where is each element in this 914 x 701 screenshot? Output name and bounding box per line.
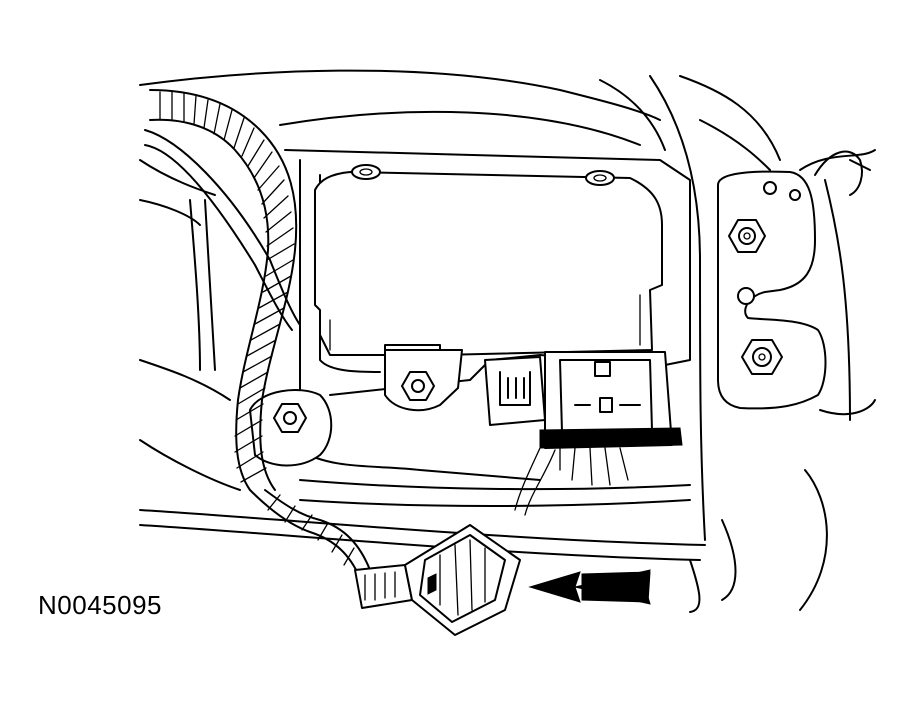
hex-nut-icon (273, 403, 307, 433)
double-chevron-arrow-left-icon (528, 569, 651, 605)
hex-nut-icon (741, 339, 783, 375)
hex-nut-icon (401, 371, 435, 401)
body-panel (139, 69, 876, 613)
left-mount (249, 389, 333, 467)
module-bolt-top-left (351, 164, 381, 180)
figure-id-label: N0045095 (38, 590, 162, 620)
control-module (314, 164, 663, 356)
module-lower-tab (384, 349, 463, 412)
module-bolt-top-right (585, 170, 615, 186)
right-bracket (717, 150, 871, 410)
module-main-connector (514, 351, 683, 516)
wire-harness (144, 89, 371, 579)
hex-nut-icon (728, 219, 766, 253)
harness-connector (354, 524, 521, 636)
module-small-connector (484, 356, 546, 426)
